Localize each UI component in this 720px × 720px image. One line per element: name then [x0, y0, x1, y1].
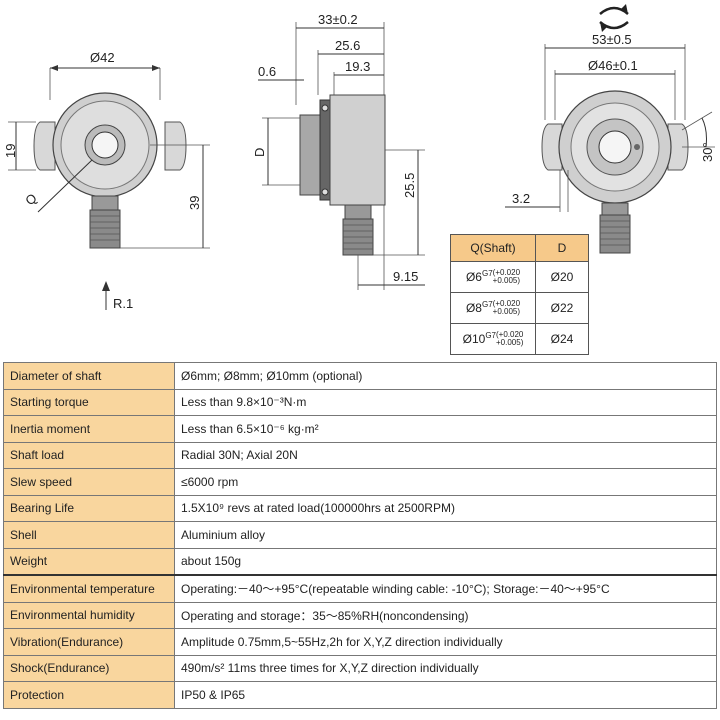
- side-view: 33±0.2 25.6 19.3 0.6 D 25.5: [252, 12, 425, 290]
- spec-value: ≤6000 rpm: [174, 468, 717, 496]
- shaft-header-d: D: [535, 234, 589, 262]
- spec-value: Radial 30N; Axial 20N: [174, 441, 717, 469]
- spec-value: Less than 9.8×10⁻³N·m: [174, 388, 717, 416]
- spec-key: Shock(Endurance): [3, 654, 175, 682]
- side-conn-offset-label: 9.15: [393, 269, 418, 284]
- tol-bottom: +0.005): [492, 307, 521, 317]
- shaft-q-cell: Ø6G7(+0.020+0.005): [450, 261, 536, 293]
- spec-value: Aluminium alloy: [174, 521, 717, 549]
- spec-key: Environmental humidity: [3, 601, 175, 629]
- spec-key: Shell: [3, 521, 175, 549]
- back-view: 53±0.5 Ø46±0.1 30° 3.2: [505, 4, 715, 254]
- spec-row: Vibration(Endurance)Amplitude 0.75mm,5~5…: [3, 628, 717, 656]
- spec-key: Shaft load: [3, 441, 175, 469]
- tol-top: (+0.020: [492, 268, 521, 278]
- spec-key: Diameter of shaft: [3, 362, 175, 390]
- shaft-fit: G7: [485, 330, 496, 340]
- back-outer-label: 53±0.5: [592, 32, 632, 47]
- shaft-row: Ø6G7(+0.020+0.005) Ø20: [450, 261, 589, 293]
- spec-value: Operating and storage：35～85%RH(nonconden…: [174, 601, 717, 629]
- shaft-row: Ø10G7(+0.020+0.005) Ø24: [450, 323, 589, 355]
- side-inner-label: 19.3: [345, 59, 370, 74]
- tol-top: (+0.020: [496, 330, 524, 340]
- spec-value: IP50 & IP65: [174, 681, 717, 709]
- spec-key: Inertia moment: [3, 415, 175, 443]
- spec-key: Bearing Life: [3, 494, 175, 522]
- spec-value: Operating:－40～+95°C(repeatable winding c…: [174, 574, 717, 603]
- shaft-tolerance: (+0.020+0.005): [493, 300, 520, 316]
- shaft-row: Ø8G7(+0.020+0.005) Ø22: [450, 292, 589, 324]
- shaft-q-cell: Ø10G7(+0.020+0.005): [450, 323, 536, 355]
- spec-row: Shock(Endurance)490m/s² 11ms three times…: [3, 654, 717, 682]
- spec-row: Slew speed≤6000 rpm: [3, 468, 717, 496]
- front-q-label: Q: [22, 190, 39, 208]
- side-body-label: 25.6: [335, 38, 360, 53]
- spec-value: 1.5X10⁹ revs at rated load(100000hrs at …: [174, 494, 717, 522]
- spec-key: Protection: [3, 681, 175, 709]
- spec-value: Amplitude 0.75mm,5~55Hz,2h for X,Y,Z dir…: [174, 628, 717, 656]
- front-dia-label: Ø42: [90, 50, 115, 65]
- back-spacing-label: 3.2: [512, 191, 530, 206]
- spec-value: Ø6mm; Ø8mm; Ø10mm (optional): [174, 362, 717, 390]
- front-offset-label: 39: [187, 196, 202, 210]
- side-d-label: D: [252, 148, 267, 157]
- spec-value: Less than 6.5×10⁻⁶ kg·m²: [174, 415, 717, 443]
- shaft-size-table: Q(Shaft) D Ø6G7(+0.020+0.005) Ø20 Ø8G7(+…: [450, 234, 589, 355]
- technical-drawing: Ø42 19 39 Q R.1: [3, 4, 715, 311]
- tol-bottom: +0.005): [492, 276, 521, 286]
- spec-value: about 150g: [174, 547, 717, 576]
- spec-key: Environmental temperature: [3, 574, 175, 603]
- spec-key: Weight: [3, 547, 175, 576]
- shaft-tolerance: (+0.020+0.005): [493, 269, 520, 285]
- side-connector-label: 25.5: [402, 173, 417, 198]
- front-height-label: 19: [3, 144, 18, 158]
- front-r-label: R.1: [113, 296, 133, 311]
- shaft-d-cell: Ø22: [535, 292, 589, 324]
- side-overall-label: 33±0.2: [318, 12, 358, 27]
- back-angle-label: 30°: [700, 142, 715, 162]
- spec-key: Slew speed: [3, 468, 175, 496]
- shaft-q-cell: Ø8G7(+0.020+0.005): [450, 292, 536, 324]
- shaft-header-q: Q(Shaft): [450, 234, 536, 262]
- shaft-table-header: Q(Shaft) D: [450, 234, 589, 262]
- spec-key: Vibration(Endurance): [3, 628, 175, 656]
- spec-value: 490m/s² 11ms three times for X,Y,Z direc…: [174, 654, 717, 682]
- shaft-d-cell: Ø20: [535, 261, 589, 293]
- shaft-d-cell: Ø24: [535, 323, 589, 355]
- tol-top: (+0.020: [492, 299, 521, 309]
- tol-bottom: +0.005): [496, 338, 524, 348]
- shaft-fit: G7: [481, 268, 493, 278]
- shaft-q-value: Ø10: [462, 331, 486, 346]
- shaft-tolerance: (+0.020+0.005): [496, 331, 523, 347]
- shaft-fit: G7: [481, 299, 493, 309]
- back-inner-label: Ø46±0.1: [588, 58, 638, 73]
- shaft-q-value: Ø8: [465, 300, 482, 315]
- side-flange-label: 0.6: [258, 64, 276, 79]
- front-view: Ø42 19 39 Q R.1: [3, 50, 210, 311]
- spec-key: Starting torque: [3, 388, 175, 416]
- shaft-q-value: Ø6: [465, 269, 482, 284]
